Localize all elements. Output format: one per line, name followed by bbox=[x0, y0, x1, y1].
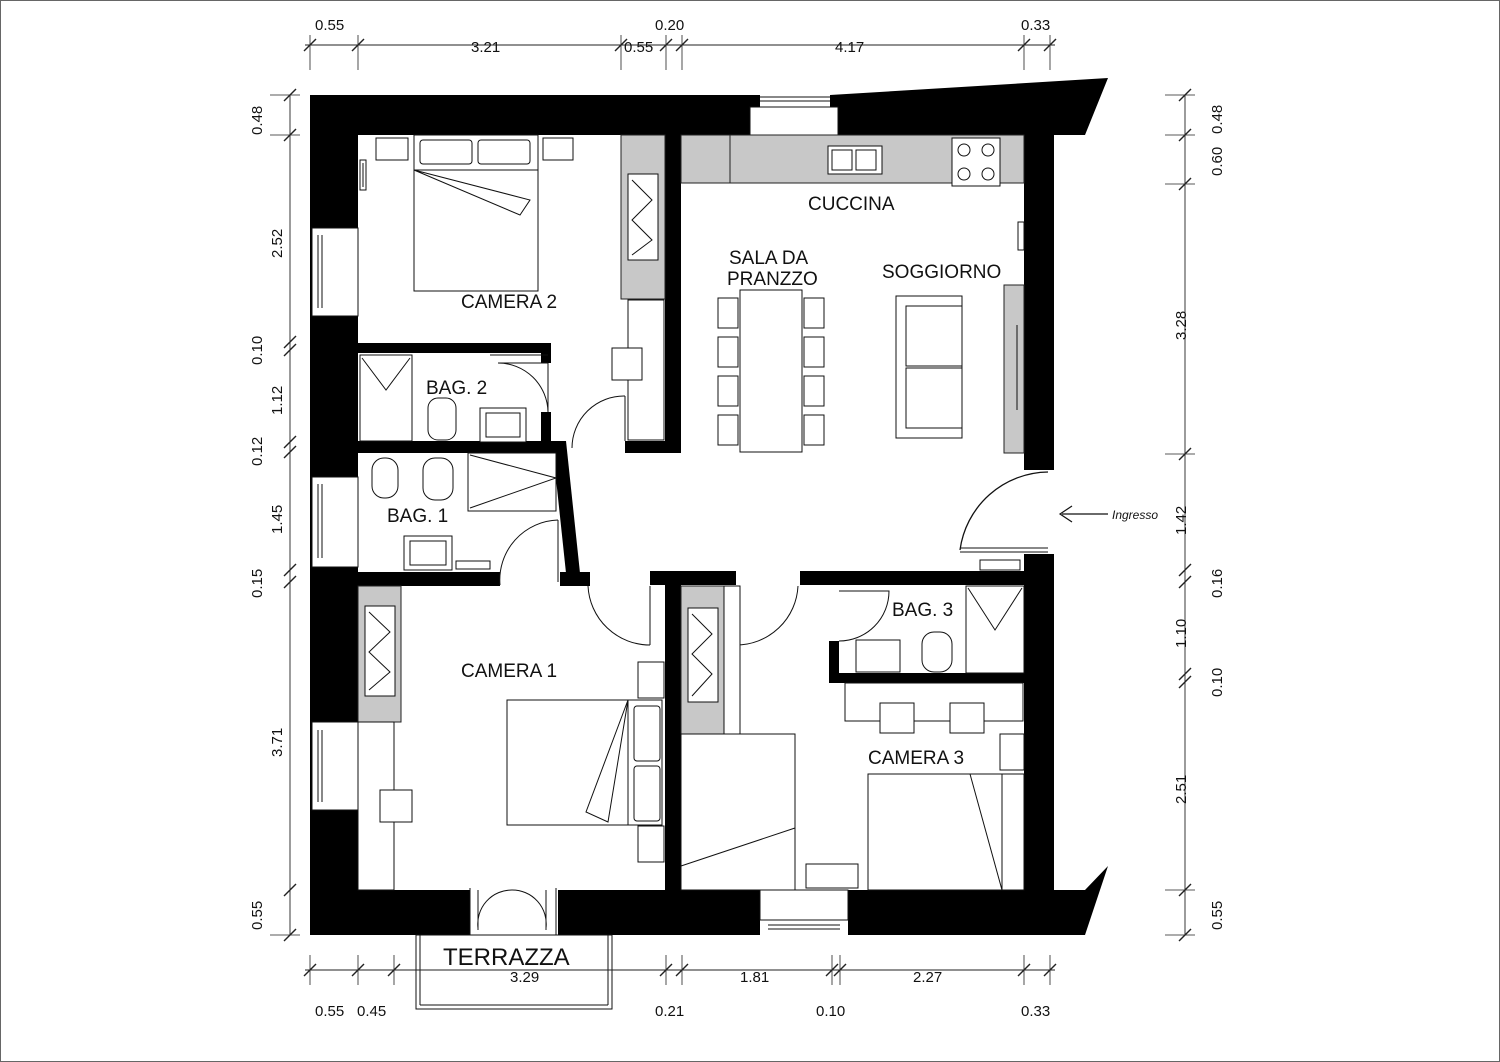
wall-bag1-slanted bbox=[552, 441, 580, 573]
wall-bag1-bottom-left bbox=[355, 572, 500, 586]
wall-top bbox=[310, 78, 1108, 135]
dim-label: 0.55 bbox=[315, 17, 344, 34]
wall-bag2-right-low bbox=[541, 412, 551, 444]
room-labels: CAMERA 2 BAG. 2 BAG. 1 CAMERA 1 CUCCINA … bbox=[387, 194, 1158, 971]
wall-cam1-cam3 bbox=[665, 571, 681, 891]
door-bag1 bbox=[499, 519, 559, 586]
tv-unit bbox=[1003, 284, 1025, 454]
dim-label: 0.45 bbox=[357, 1003, 386, 1020]
dim-label: 0.33 bbox=[1021, 1003, 1050, 1020]
label-bag1: BAG. 1 bbox=[387, 506, 448, 527]
stove bbox=[951, 137, 1001, 187]
bed-camera3-b bbox=[867, 773, 1025, 891]
dim-label: 0.33 bbox=[1021, 17, 1050, 34]
dim-label: 0.60 bbox=[1209, 147, 1226, 176]
dimension-lines bbox=[270, 35, 1195, 985]
door-camera3 bbox=[735, 585, 799, 646]
toilet-bag1 bbox=[422, 457, 454, 501]
window-kitchen bbox=[749, 106, 839, 136]
bidet-bag1 bbox=[371, 457, 399, 499]
wall-bag1-bottom-right bbox=[560, 572, 590, 586]
door-entrance bbox=[959, 471, 1049, 551]
dim-label: 0.15 bbox=[249, 569, 266, 598]
dim-label: 4.17 bbox=[835, 39, 864, 56]
window-camera3 bbox=[759, 889, 849, 921]
label-sala-1: SALA DA bbox=[729, 248, 809, 269]
dim-label: 2.52 bbox=[269, 229, 286, 258]
window-camera1 bbox=[311, 721, 359, 811]
entrance-arrow-icon bbox=[1058, 505, 1108, 523]
wall-bag2-top bbox=[355, 343, 551, 353]
dim-label: 1.12 bbox=[269, 386, 286, 415]
radiator-icon bbox=[1017, 221, 1025, 251]
dim-label: 2.51 bbox=[1173, 775, 1190, 804]
dim-label: 3.29 bbox=[510, 969, 539, 986]
label-camera1: CAMERA 1 bbox=[461, 661, 557, 682]
dining-table bbox=[739, 289, 803, 453]
wall-bag2-right bbox=[541, 343, 551, 363]
dim-label: 0.48 bbox=[1209, 105, 1226, 134]
dim-label: 0.48 bbox=[249, 106, 266, 135]
radiator-icon bbox=[359, 159, 367, 191]
label-bag3: BAG. 3 bbox=[892, 600, 953, 621]
bed-camera3-a bbox=[680, 733, 796, 891]
dim-label: 3.21 bbox=[471, 39, 500, 56]
dim-label: 0.12 bbox=[249, 437, 266, 466]
dim-label: 0.10 bbox=[1209, 668, 1226, 697]
dim-label: 0.55 bbox=[1209, 901, 1226, 930]
sink-bag3 bbox=[855, 639, 901, 673]
dim-label: 0.10 bbox=[816, 1003, 845, 1020]
wall-bag3-top bbox=[800, 571, 1030, 585]
dim-label: 1.45 bbox=[269, 505, 286, 534]
label-sala-2: PRANZZO bbox=[727, 269, 818, 290]
dim-label: 0.21 bbox=[655, 1003, 684, 1020]
wall-bag2-bag1 bbox=[355, 441, 560, 453]
door-bag2 bbox=[497, 362, 549, 413]
door-camera2 bbox=[571, 395, 626, 449]
label-camera3: CAMERA 3 bbox=[868, 748, 964, 769]
dim-label: 0.10 bbox=[249, 336, 266, 365]
dim-label: 0.20 bbox=[655, 17, 684, 34]
wall-bag3-bottom bbox=[829, 673, 1029, 683]
dim-label: 3.71 bbox=[269, 728, 286, 757]
label-soggiorno: SOGGIORNO bbox=[882, 262, 1001, 283]
wall-cam2-kitchen bbox=[665, 135, 681, 453]
window-camera2 bbox=[311, 227, 359, 317]
dim-label: 1.10 bbox=[1173, 619, 1190, 648]
label-ingresso: Ingresso bbox=[1112, 508, 1158, 522]
label-cucina: CUCCINA bbox=[808, 194, 895, 215]
dimension-labels: 0.55 0.20 0.33 3.21 0.55 4.17 3.29 1.81 … bbox=[249, 17, 1226, 1020]
wall-right-upper bbox=[1024, 130, 1054, 470]
terrace bbox=[415, 934, 613, 1010]
label-camera2: CAMERA 2 bbox=[461, 292, 557, 313]
dim-label: 2.27 bbox=[913, 969, 942, 986]
dim-label: 0.55 bbox=[315, 1003, 344, 1020]
label-bag2: BAG. 2 bbox=[426, 378, 487, 399]
window-bag1 bbox=[311, 476, 359, 568]
dim-label: 0.55 bbox=[249, 901, 266, 930]
furniture bbox=[357, 134, 1025, 891]
label-terrazza: TERRAZZA bbox=[443, 944, 570, 971]
dim-label: 3.28 bbox=[1173, 311, 1190, 340]
dim-label: 0.16 bbox=[1209, 569, 1226, 598]
wall-cam2-corridor bbox=[625, 441, 681, 453]
wall-right-lower bbox=[1024, 554, 1054, 890]
dim-label: 0.55 bbox=[624, 39, 653, 56]
door-camera1 bbox=[587, 585, 651, 646]
wall-cam3-top-left bbox=[650, 571, 736, 585]
dim-label: 1.42 bbox=[1173, 506, 1190, 535]
wall-bag3-left bbox=[829, 641, 839, 683]
toilet-bag2 bbox=[427, 397, 457, 441]
door-bag3 bbox=[838, 590, 890, 642]
dim-label: 1.81 bbox=[740, 969, 769, 986]
toilet-bag3 bbox=[921, 631, 953, 673]
